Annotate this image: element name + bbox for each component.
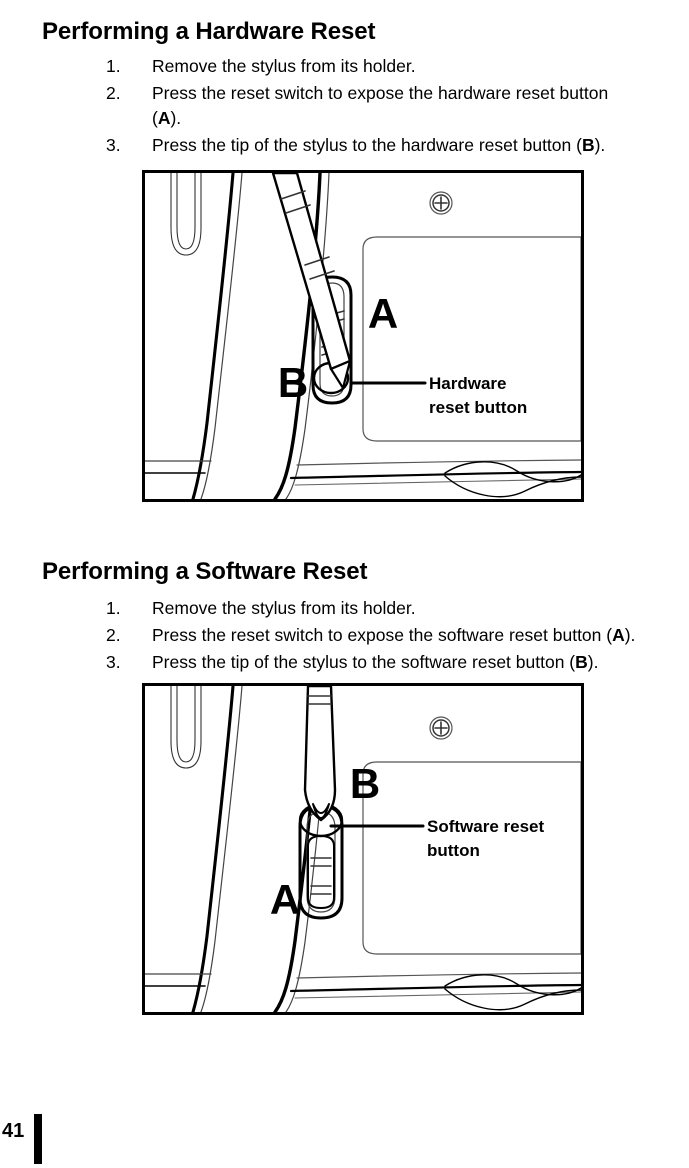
callout-a-label: A [270,876,300,923]
software-reset-illustration: B A Software reset button [145,686,581,1012]
list-item: 2. Press the reset switch to expose the … [106,623,689,648]
step-text: Remove the stylus from its holder. [152,56,416,76]
section-heading-software-reset: Performing a Software Reset [42,558,368,586]
step-text: Press the tip of the stylus to the hardw… [152,135,606,155]
steps-list-hardware: 1. Remove the stylus from its holder. 2.… [66,54,689,160]
page-footer: 41 [0,1112,120,1168]
section-heading-hardware-reset: Performing a Hardware Reset [42,18,376,46]
list-item: 1. Remove the stylus from its holder. [106,596,689,621]
callout-a-label: A [368,290,398,337]
list-item: 2. Press the reset switch to expose the … [106,81,689,131]
figure-hardware-reset: A B Hardware reset button [142,170,584,502]
page-number: 41 [2,1120,25,1142]
step-number: 3. [106,652,121,672]
hardware-reset-button-label-line1: Hardware [429,374,506,393]
callout-b-label: B [350,760,380,807]
figure-software-reset: B A Software reset button [142,683,584,1015]
software-reset-button-label-line1: Software reset [427,817,544,836]
steps-list-software: 1. Remove the stylus from its holder. 2.… [66,596,689,677]
list-item: 1. Remove the stylus from its holder. [106,54,689,79]
hardware-reset-button-label-line2: reset button [429,398,527,417]
list-item: 3. Press the tip of the stylus to the so… [106,650,689,675]
step-text: Press the reset switch to expose the har… [152,83,609,128]
step-text: Press the tip of the stylus to the softw… [152,652,599,672]
step-number: 2. [106,83,121,103]
step-number: 1. [106,56,121,76]
step-number: 3. [106,135,121,155]
software-reset-button-label-line2: button [427,841,480,860]
list-item: 3. Press the tip of the stylus to the ha… [106,133,689,158]
hardware-reset-illustration: A B Hardware reset button [145,173,581,499]
step-text: Press the reset switch to expose the sof… [152,625,636,645]
step-text: Remove the stylus from its holder. [152,598,416,618]
callout-b-label: B [278,359,308,406]
step-number: 1. [106,598,121,618]
footer-rule [34,1114,42,1164]
step-number: 2. [106,625,121,645]
